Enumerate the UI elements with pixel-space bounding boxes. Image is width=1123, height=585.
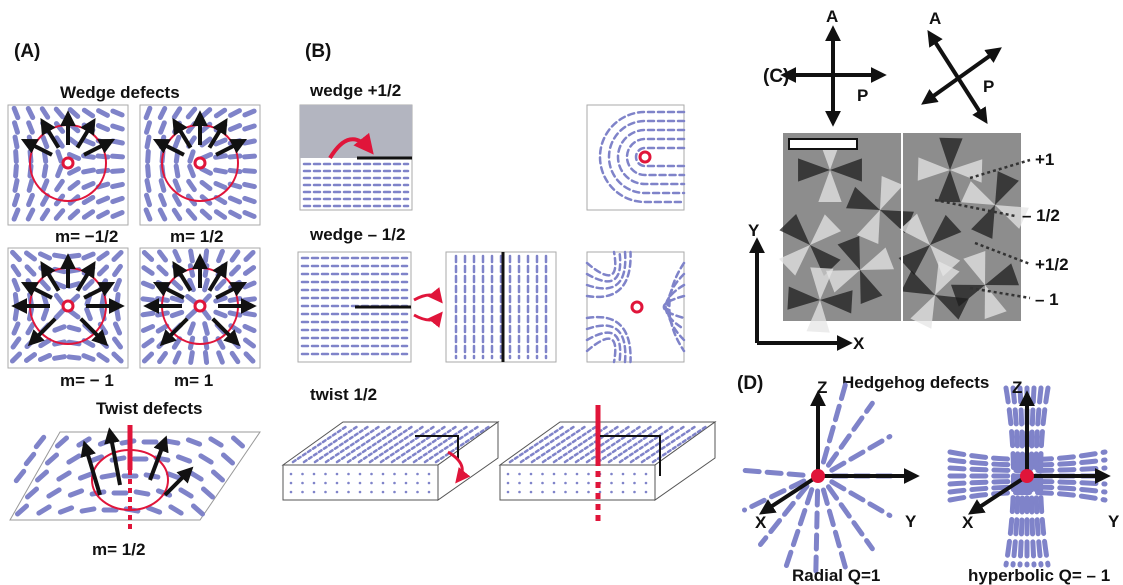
hedgehog-illustrations [737, 378, 1111, 580]
polarizer-p-label-2: P [983, 77, 994, 96]
row-wedge-plus-half: wedge +1/2 [309, 81, 401, 100]
m-label-plus-one: m= 1 [174, 371, 213, 390]
hyperbolic-hedgehog [947, 385, 1111, 568]
hyperbolic-axis-y: Y [1108, 512, 1120, 531]
axis-x-label: X [853, 334, 865, 353]
panel-a-label: (A) [14, 41, 40, 62]
box-m-minus-one [7, 247, 129, 369]
crossed-polarizers-aligned: A P [780, 7, 887, 127]
m-label-minus-one: m= − 1 [60, 371, 114, 390]
m-label-twist: m= 1/2 [92, 540, 145, 559]
radial-axis-z: Z [817, 378, 827, 397]
panel-d-label: (D) [737, 373, 763, 394]
m-label-minus-half: m= −1/2 [55, 227, 118, 246]
polarizer-a-label-2: A [929, 9, 941, 28]
hyperbolic-caption: hyperbolic Q= – 1 [968, 566, 1110, 585]
hedgehog-title: Hedgehog defects [842, 373, 989, 392]
defect-callouts: +1 – 1/2 +1/2 – 1 [934, 150, 1069, 309]
box-m-plus-half [139, 104, 261, 226]
polarized-micrographs [778, 133, 1029, 333]
panel-b: (B) wedge +1/2 wedge – 1/2 twist 1/2 [281, 41, 717, 525]
callout-minus-one: – 1 [1035, 290, 1059, 309]
xy-axes: Y X [748, 221, 865, 353]
wedge-minus-half-cut [297, 251, 443, 363]
panel-b-label: (B) [305, 41, 331, 62]
wedge-minus-half-split [445, 251, 557, 363]
wedge-plus-half-cut [299, 104, 413, 211]
hyperbolic-axis-x: X [962, 513, 974, 532]
schlieren-texture [778, 133, 1029, 333]
twist-slab-2 [498, 405, 717, 525]
callout-plus-half: +1/2 [1035, 255, 1069, 274]
panel-a: (A) Wedge defects m= −1/2 m= 1/2 m= − 1 … [7, 41, 261, 559]
hyperbolic-axis-z: Z [1012, 378, 1022, 397]
polarizer-a-label: A [826, 7, 838, 26]
twist-slab-1 [281, 421, 500, 501]
radial-hedgehog [737, 378, 920, 580]
wedge-minus-half-field [585, 250, 686, 364]
axis-y-label: Y [748, 221, 760, 240]
radial-caption: Radial Q=1 [792, 566, 880, 585]
panel-d: (D) Hedgehog defects Z Y X Z Y X Radial … [737, 373, 1120, 585]
twist-defect-sketch [9, 425, 261, 530]
box-m-minus-half [7, 104, 129, 226]
wedge-defect-boxes [7, 104, 261, 369]
polarizer-p-label: P [857, 86, 868, 105]
m-label-plus-half: m= 1/2 [170, 227, 223, 246]
scale-bar [788, 138, 858, 150]
row-twist-half: twist 1/2 [310, 385, 377, 404]
panel-b-illustrations [281, 104, 717, 525]
wedge-defects-title: Wedge defects [60, 83, 180, 102]
crossed-polarizers-rotated: A P [921, 9, 1002, 125]
panel-c: (C) A P A P Y X [748, 7, 1069, 353]
twist-defects-title: Twist defects [96, 399, 202, 418]
callout-minus-half: – 1/2 [1022, 206, 1060, 225]
callout-plus-one: +1 [1035, 150, 1054, 169]
radial-axis-y: Y [905, 512, 917, 531]
box-m-plus-one [139, 247, 261, 369]
wedge-plus-half-field [586, 104, 686, 211]
row-wedge-minus-half: wedge – 1/2 [309, 225, 405, 244]
radial-axis-x: X [755, 513, 767, 532]
